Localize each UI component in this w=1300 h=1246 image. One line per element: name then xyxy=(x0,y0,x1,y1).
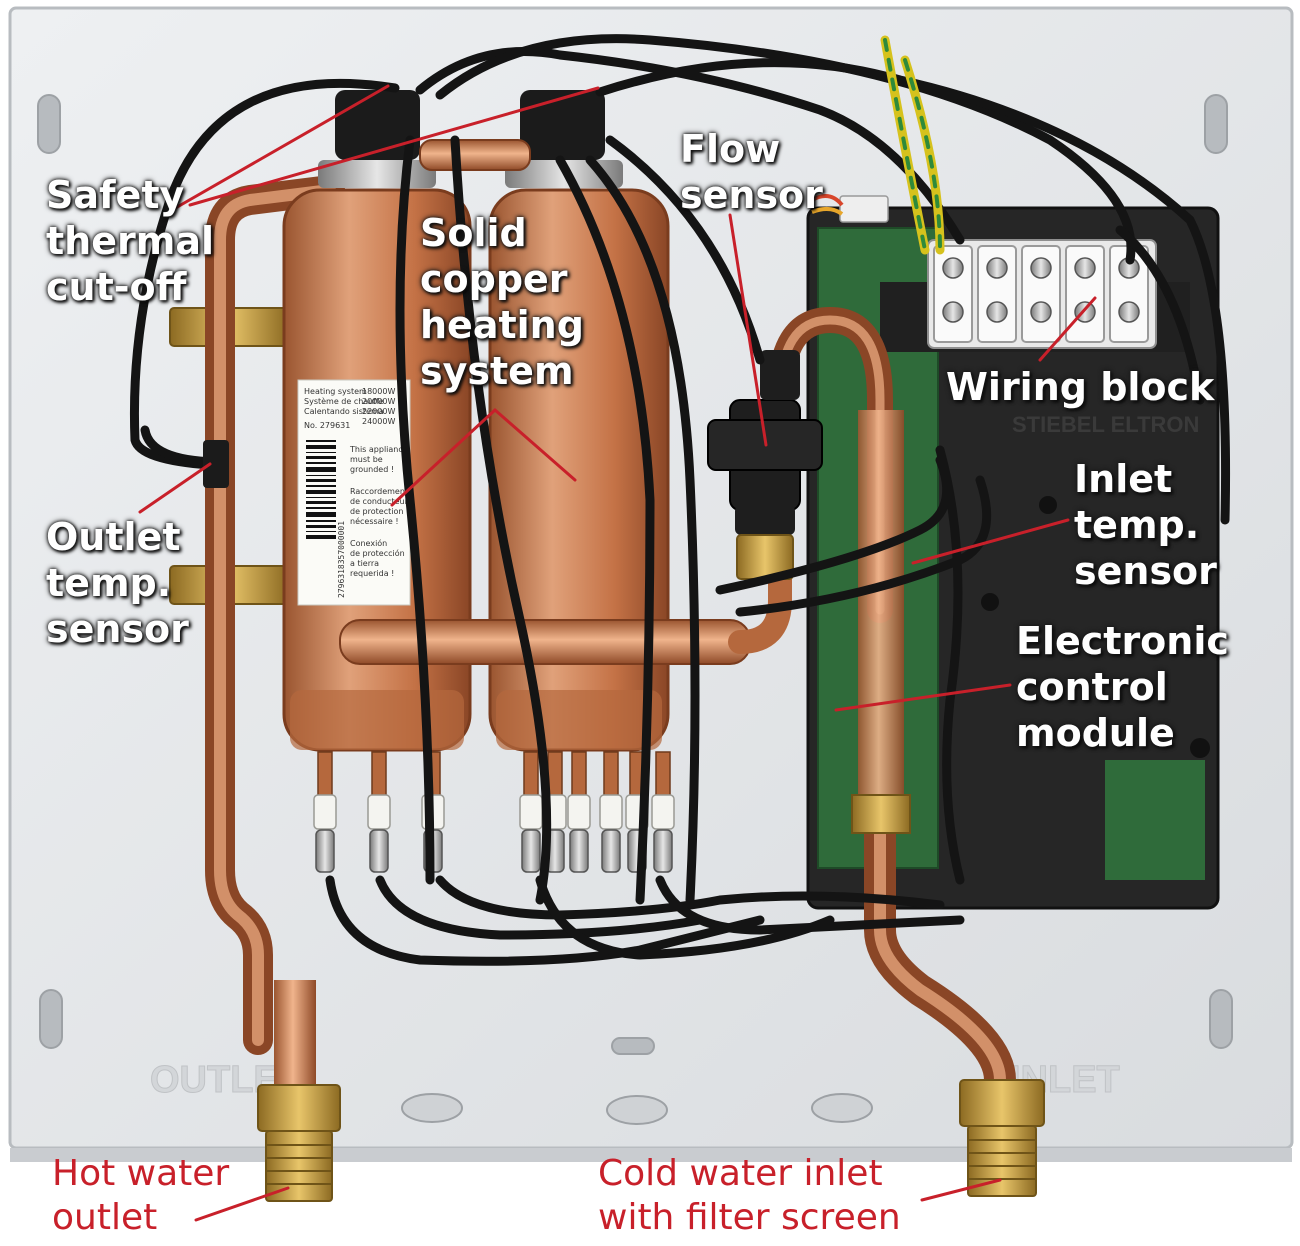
sensor-connector xyxy=(811,194,889,223)
sticker-warning: must be xyxy=(350,455,383,464)
label-line: Safety xyxy=(46,173,185,217)
sticker-barcode xyxy=(306,440,336,539)
label-line: copper xyxy=(420,257,568,301)
sticker-warning: This appliance xyxy=(349,445,408,454)
leader-wiring xyxy=(1038,296,1097,362)
sticker-line: Calentando sistema xyxy=(304,407,384,416)
label-line: heating xyxy=(420,303,584,347)
sticker-wattage: 20000W xyxy=(362,397,395,406)
label-inlet-temp-sensor: Inlet temp. sensor xyxy=(1074,456,1217,594)
sticker-warning-es: a tierra xyxy=(350,559,379,568)
label-line: Outlet xyxy=(46,515,181,559)
sticker-warning-fr: de protection xyxy=(350,507,403,516)
sticker-wattage: 24000W xyxy=(362,417,395,426)
label-flow-sensor: Flow sensor xyxy=(680,126,823,218)
label-copper-heating-system: Solid copper heating system xyxy=(420,210,584,394)
module-brand-print: STIEBEL ELTRON xyxy=(1012,412,1199,437)
label-line: sensor xyxy=(680,173,823,217)
flow-sensor-body xyxy=(707,350,823,580)
label-line: thermal xyxy=(46,219,214,263)
outlet-sensor-clip xyxy=(203,440,229,488)
sticker-line: Système de chauffe xyxy=(304,396,384,406)
wiring-block xyxy=(927,239,1157,349)
sticker-warning-fr: Raccordement xyxy=(350,487,408,496)
panel-slots xyxy=(37,94,1233,1125)
leader-heating-2 xyxy=(493,408,577,482)
label-line: system xyxy=(420,349,574,393)
sticker-wattage: 18000W xyxy=(362,387,395,396)
label-line: Electronic xyxy=(1016,619,1229,663)
sticker-warning-es: requerida ! xyxy=(350,569,394,578)
label-line: Solid xyxy=(420,211,527,255)
label-outlet-temp-sensor: Outlet temp. sensor xyxy=(46,514,189,652)
sticker-line: Heating system xyxy=(304,387,367,396)
leader-lines xyxy=(138,84,1097,1222)
label-cold-water-inlet: Cold water inlet with filter screen xyxy=(598,1152,901,1240)
sticker-wattage: 22000W xyxy=(362,407,395,416)
panel-inlet-print: INLET xyxy=(1010,1059,1120,1101)
cold-water-fitting xyxy=(959,1079,1045,1197)
label-line: control xyxy=(1016,665,1168,709)
label-line: outlet xyxy=(52,1197,158,1238)
leader-inlet xyxy=(911,518,1070,565)
label-line: module xyxy=(1016,711,1175,755)
label-electronic-control-module: Electronic control module xyxy=(1016,618,1229,756)
label-line: sensor xyxy=(1074,549,1217,593)
leader-safety-2 xyxy=(188,86,600,207)
leader-heating-1 xyxy=(390,408,497,507)
leader-cold xyxy=(920,1178,1002,1202)
hot-water-fitting xyxy=(257,1084,341,1202)
panel-outlet-print: OUTLET xyxy=(150,1059,302,1101)
leader-hot xyxy=(194,1186,290,1222)
ground-wire xyxy=(880,35,945,255)
outlet-pipe xyxy=(205,175,345,1090)
leader-control xyxy=(834,683,1012,712)
label-line: Hot water xyxy=(52,1153,230,1194)
leader-outlet xyxy=(138,462,212,514)
leader-flow xyxy=(728,213,768,447)
label-line: with filter screen xyxy=(598,1197,901,1238)
sticker-line: No. 279631 xyxy=(304,421,350,430)
sticker-warning-es: Conexión xyxy=(350,538,387,548)
cable-bundle xyxy=(129,34,1231,966)
label-line: Inlet xyxy=(1074,457,1173,501)
label-line: sensor xyxy=(46,607,189,651)
sticker-warning-es: de protección xyxy=(350,548,405,558)
label-line: Cold water inlet xyxy=(598,1153,883,1194)
sticker-warning-fr: nécessaire ! xyxy=(350,516,399,526)
label-line: Wiring block xyxy=(946,365,1215,409)
label-wiring-block: Wiring block xyxy=(946,364,1214,410)
sticker-warning-fr: de conducteur xyxy=(350,497,409,506)
label-line: temp. xyxy=(46,561,172,605)
tank-sticker: Heating system Système de chauffe Calent… xyxy=(297,379,411,606)
label-safety-thermal-cutoff: Safety thermal cut-off xyxy=(46,172,214,310)
label-line: temp. xyxy=(1074,503,1200,547)
label-hot-water-outlet: Hot water outlet xyxy=(52,1152,229,1240)
leader-safety-1 xyxy=(170,84,390,212)
sticker-barcode-number: 2796318357000001 xyxy=(337,521,346,598)
sticker-warning: grounded ! xyxy=(350,465,394,474)
label-line: Flow xyxy=(680,127,781,171)
label-line: cut-off xyxy=(46,265,187,309)
